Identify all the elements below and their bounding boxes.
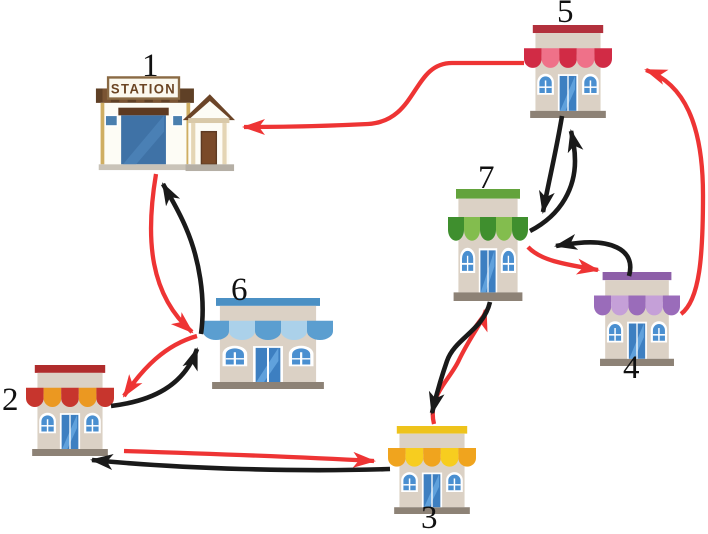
- node-label-5: 5: [557, 0, 574, 30]
- arrow-black-6-to-1: [160, 182, 205, 335]
- node-6: [203, 298, 333, 389]
- station-icon: STATION: [95, 76, 235, 172]
- shop-icon-5: [524, 25, 612, 118]
- node-label-3: 3: [421, 500, 438, 534]
- arrow-red-2-to-3: [123, 448, 376, 468]
- shop-icon-7: [448, 189, 528, 301]
- arrow-black-3-to-2: [90, 454, 391, 473]
- node-label-7: 7: [478, 160, 495, 196]
- arrow-red-5-to-1: [242, 60, 524, 135]
- arrow-red-1-to-6: [148, 173, 194, 334]
- arrow-black-5-to-7: [539, 115, 565, 214]
- node-2: [26, 365, 114, 456]
- shop-icon-2: [26, 365, 114, 456]
- arrow-red-6-to-2: [122, 333, 198, 398]
- node-1-station: STATION: [95, 76, 235, 172]
- node-7: [448, 189, 528, 301]
- arrow-black-7-to-3: [428, 301, 493, 415]
- station-sign: STATION: [111, 81, 176, 96]
- arrow-red-3-to-7: [430, 308, 489, 425]
- node-label-6: 6: [231, 272, 248, 308]
- arrow-black-7-to-5: [528, 129, 584, 234]
- node-label-1: 1: [142, 48, 159, 84]
- shop-icon-6: [203, 298, 333, 389]
- arrow-red-7-to-4: [526, 245, 600, 275]
- arrow-black-2-to-6: [110, 347, 200, 409]
- node-label-2: 2: [2, 382, 19, 418]
- node-5: [524, 25, 612, 118]
- node-label-4: 4: [623, 350, 640, 386]
- arrow-black-4-to-7: [554, 234, 633, 277]
